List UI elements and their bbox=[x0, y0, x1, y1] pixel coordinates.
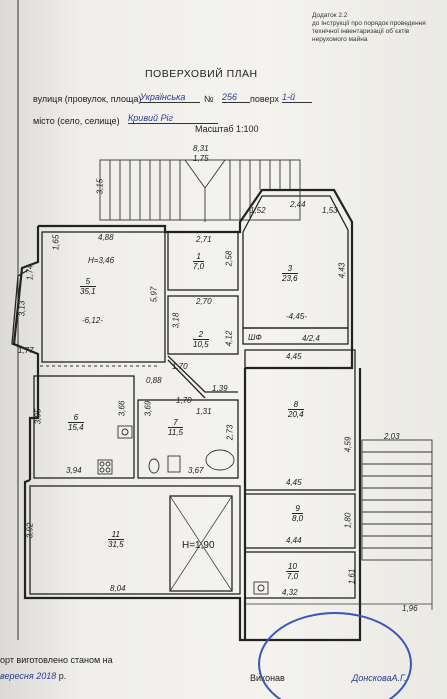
dim-088: 0,88 bbox=[146, 376, 162, 385]
dim-367: 3,67 bbox=[188, 466, 204, 475]
dim-804: 8,04 bbox=[110, 584, 126, 593]
city-label: місто (село, селище) bbox=[33, 116, 120, 126]
dim-170a: 1,70 bbox=[172, 362, 188, 371]
footer-line-2: вересня 2018 р. bbox=[0, 671, 67, 681]
dim-597: 5,97 bbox=[149, 286, 159, 303]
dim-271: 2,71 bbox=[196, 235, 212, 244]
appendix-line-2: технічної інвентаризації об`єктів bbox=[312, 28, 410, 35]
dim-131: 1,31 bbox=[196, 407, 212, 416]
dim-432: 4,32 bbox=[282, 588, 298, 597]
dim-258: 2,58 bbox=[224, 250, 234, 267]
dim-412: 4,12 bbox=[224, 330, 234, 347]
dim-366: 3,66 bbox=[117, 400, 127, 417]
dim-180: 1,80 bbox=[343, 512, 353, 529]
dim-170b: 1,70 bbox=[176, 396, 192, 405]
dim-153: 1,53 bbox=[322, 206, 338, 215]
floor-label: поверх bbox=[250, 94, 279, 104]
dim-369: 3,69 bbox=[143, 400, 153, 417]
dim-177: 1,77 bbox=[18, 346, 34, 355]
dim-top-porch: 1,75 bbox=[193, 154, 209, 163]
number-label: № bbox=[204, 94, 214, 104]
street-label: вулиця (провулок, площа) bbox=[33, 94, 142, 104]
dim-270: 2,70 bbox=[196, 297, 212, 306]
dim-459: 4,59 bbox=[343, 436, 353, 453]
room-4: 4/2,4 bbox=[302, 334, 320, 343]
dim-395: 3,95 bbox=[33, 408, 43, 425]
room4-side: ШФ bbox=[248, 333, 262, 342]
scale-label: Масштаб 1:100 bbox=[195, 124, 259, 134]
room3-level: -4,45- bbox=[286, 312, 307, 321]
appendix-label: Додаток 2.2 bbox=[312, 12, 348, 19]
dim-161: 1,61 bbox=[347, 568, 357, 585]
dim-273: 2,73 bbox=[225, 424, 235, 441]
dim-244: 2,44 bbox=[290, 200, 306, 209]
appendix-line-1: до Інструкції про порядок проведення bbox=[312, 20, 426, 27]
number-value: 256 bbox=[222, 92, 250, 103]
dim-392: 3,92 bbox=[25, 522, 35, 539]
dim-394: 3,94 bbox=[66, 466, 82, 475]
garage-pit-label: H=1,90 bbox=[182, 540, 215, 551]
page-title: ПОВЕРХОВИЙ ПЛАН bbox=[145, 68, 258, 80]
dim-139: 1,39 bbox=[212, 384, 228, 393]
floor-value: 1-й bbox=[282, 92, 312, 103]
dim-313: 3,13 bbox=[17, 300, 27, 317]
dim-165: 1,65 bbox=[51, 234, 61, 251]
dim-443: 4,43 bbox=[337, 262, 347, 279]
dim-445a: 4,45 bbox=[286, 352, 302, 361]
dim-445b: 4,45 bbox=[286, 478, 302, 487]
dim-152: 1,52 bbox=[250, 206, 266, 215]
dim-top-total: 8,31 bbox=[193, 144, 209, 153]
dim-488: 4,88 bbox=[98, 233, 114, 242]
dim-203: 2,03 bbox=[384, 432, 400, 441]
room5-height: H=3,46 bbox=[88, 256, 115, 265]
dim-porch-depth: 3,15 bbox=[95, 178, 105, 195]
footer-line-1: орт виготовлено станом на bbox=[0, 655, 113, 665]
city-value: Кривий Ріг bbox=[128, 113, 218, 124]
official-stamp bbox=[258, 612, 412, 699]
dim-174: 1,74 bbox=[25, 264, 35, 281]
appendix-line-3: нерухомого майна bbox=[312, 36, 368, 43]
room5-level: -6,12- bbox=[82, 316, 103, 325]
dim-318: 3,18 bbox=[171, 312, 181, 329]
dim-196: 1,96 bbox=[402, 604, 418, 613]
street-value: Українська bbox=[140, 92, 200, 103]
dim-444: 4,44 bbox=[286, 536, 302, 545]
